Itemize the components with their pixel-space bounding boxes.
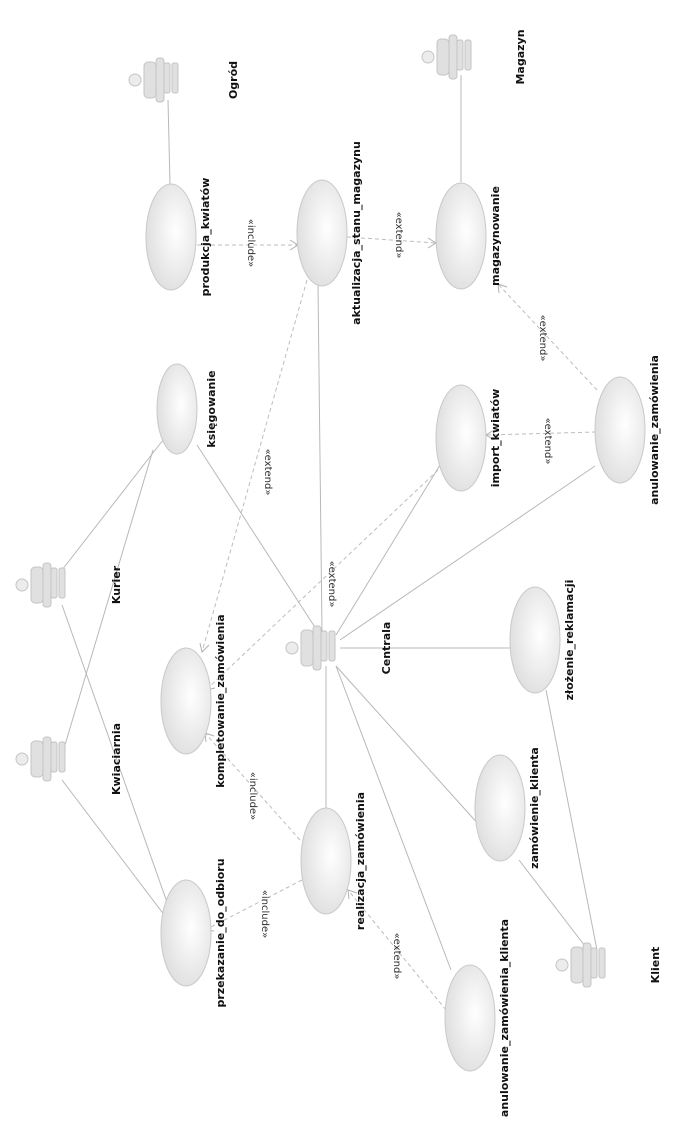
associations: [61, 75, 598, 971]
use-case-label: anulowanie_zamówienia_klienta: [498, 919, 511, 1117]
use-case-anulowanie-zamowienia-klienta[interactable]: anulowanie_zamówienia_klienta: [444, 919, 511, 1117]
actor-ogrod[interactable]: Ogród: [128, 57, 240, 103]
use-case-label: zamówienie_klienta: [528, 747, 541, 869]
use-case-label: złożenie_reklamacji: [563, 580, 576, 701]
use-case-zlozenie-reklamacji[interactable]: złożenie_reklamacji: [509, 580, 576, 701]
actor-icon: [15, 736, 66, 782]
use-case-label: kompletowanie_zamówienia: [214, 614, 227, 787]
include-label-przekazanie: «include»: [259, 890, 270, 938]
use-case-realizacja-zamowienia[interactable]: realizacja_zamówienia: [300, 792, 367, 930]
actor-label: Kwiaciarnia: [110, 723, 123, 795]
actor-label: Klient: [649, 947, 662, 984]
stereotype-labels: «include» «extend» «extend» «extend» «ex…: [245, 212, 553, 980]
actor-label: Ogród: [227, 61, 240, 99]
use-case-label: import_kwiatów: [489, 389, 502, 488]
use-case-label: magazynowanie: [489, 186, 502, 286]
actor-kurier[interactable]: Kurier: [15, 562, 123, 608]
extend-label-anulowanie-import: «extend»: [542, 418, 553, 465]
extend-label-aktualizacja-kompletowanie: «extend»: [262, 449, 273, 496]
extend-label-centrala: «extend»: [326, 561, 337, 608]
use-case-anulowanie-zamowienia[interactable]: anulowanie_zamówienia: [594, 355, 661, 505]
extend-label-anulowanie-klienta: «extend»: [391, 933, 402, 980]
actor-label: Magazyn: [514, 29, 527, 84]
use-case-label: anulowanie_zamówienia: [648, 355, 661, 505]
actor-kwiaciarnia[interactable]: Kwiaciarnia: [15, 723, 123, 795]
actor-centrala[interactable]: Centrala: [285, 622, 393, 675]
use-case-label: aktualizacja_stanu_magazynu: [350, 141, 363, 325]
use-case-aktualizacja-stanu-magazynu[interactable]: aktualizacja_stanu_magazynu: [296, 141, 363, 325]
actor-klient[interactable]: Klient: [555, 942, 662, 988]
use-case-kompletowanie-zamowienia[interactable]: kompletowanie_zamówienia: [160, 614, 227, 788]
include-label-produkcja: «include»: [245, 219, 256, 267]
use-case-ksiegowanie[interactable]: księgowanie: [156, 363, 218, 455]
use-case-import-kwiatow[interactable]: import_kwiatów: [435, 384, 502, 492]
actor-label: Centrala: [380, 622, 393, 675]
extend-label-anulowanie-magazynowanie: «extend»: [537, 315, 548, 362]
use-case-przekazanie-do-odbioru[interactable]: przekazanie_do_odbioru: [160, 858, 227, 1008]
use-case-magazynowanie[interactable]: magazynowanie: [435, 182, 502, 290]
extend-label-aktualizacja-magazynowanie: «extend»: [393, 212, 404, 259]
actor-label: Kurier: [110, 565, 123, 604]
use-case-zamowienie-klienta[interactable]: zamówienie_klienta: [474, 747, 541, 869]
use-case-produkcja-kwiatow[interactable]: produkcja_kwiatów: [145, 178, 212, 297]
actor-magazyn[interactable]: Magazyn: [421, 29, 527, 85]
actor-icon: [128, 57, 179, 103]
use-case-label: przekazanie_do_odbioru: [214, 858, 227, 1007]
actor-icon: [285, 625, 336, 671]
use-case-label: realizacja_zamówienia: [354, 792, 367, 930]
actor-icon: [555, 942, 606, 988]
actor-icon: [15, 562, 66, 608]
include-label-kompletowanie: «include»: [247, 772, 258, 820]
actor-icon: [421, 34, 472, 80]
use-case-label: produkcja_kwiatów: [199, 178, 212, 297]
use-case-label: księgowanie: [205, 370, 218, 447]
